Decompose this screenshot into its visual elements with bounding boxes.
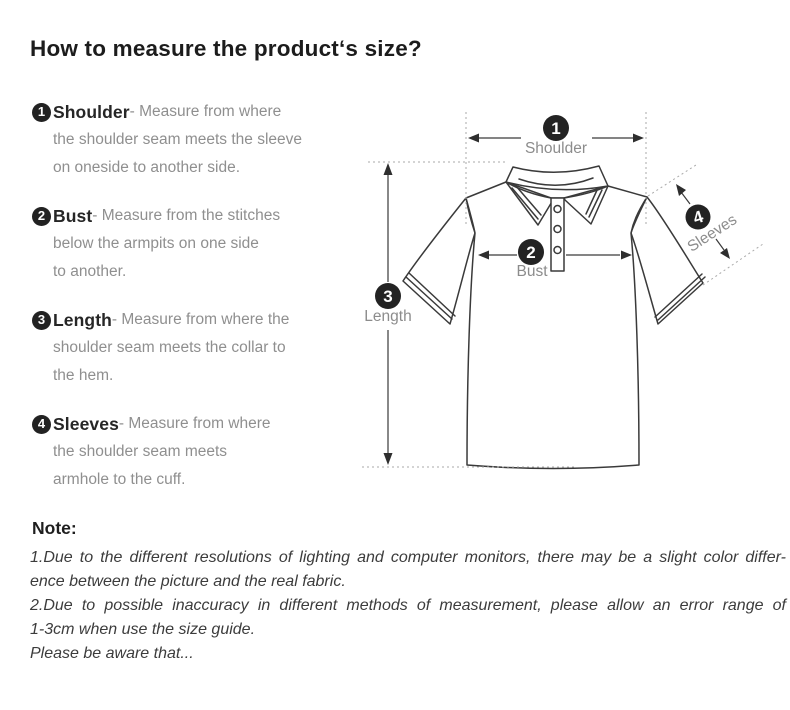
instruction-heading: 1 Shoulder - Measure from where (32, 98, 362, 126)
diagram-badge-3 (375, 283, 401, 309)
instruction-line: the shoulder seam meets (53, 443, 228, 460)
arrowheads (383, 133, 730, 465)
diagram-badge-2-num: 2 (526, 243, 535, 262)
step-1-badge: 1 (32, 102, 51, 122)
instruction-intro: - Measure from where (129, 103, 282, 120)
step-3-badge: 3 (32, 310, 51, 330)
instruction-heading: 4 Sleeves - Measure from where (32, 410, 362, 438)
collar-back-seam (518, 177, 594, 186)
bust-label: Bust (516, 263, 548, 280)
note-line-3: 2.Due to possible inaccuracy in differen… (30, 597, 786, 614)
instruction-line: below the armpits on one side (53, 235, 259, 252)
instruction-term: Sleeves (53, 414, 119, 434)
instruction-item-sleeves: 4 Sleeves - Measure from where the shoul… (32, 410, 362, 494)
measure-arrows (387, 137, 725, 453)
collar-right-trim (585, 187, 603, 218)
note-heading: Note: (32, 518, 77, 538)
instruction-item-length: 3 Length - Measure from where the should… (32, 306, 362, 390)
sleeve-arrowhead-down (720, 248, 730, 259)
shoulder-arrowhead-right (633, 133, 644, 143)
instruction-item-bust: 2 Bust - Measure from the stitches below… (32, 202, 362, 286)
right-cuff-trim (654, 273, 706, 321)
sleeve-bottom-guide (702, 243, 764, 286)
length-arrowhead-down (383, 453, 393, 465)
size-diagram: 1 Shoulder 2 Bust 3 Length 4 Sleeves (362, 112, 764, 470)
page-title: How to measure the product‘s size? (30, 36, 422, 61)
instruction-item-shoulder: 1 Shoulder - Measure from where the shou… (32, 98, 362, 182)
collar-right-leaf (563, 185, 609, 225)
length-arrowhead-up (383, 163, 393, 175)
step-2-badge: 2 (32, 206, 51, 226)
sleeve-top-guide (647, 164, 697, 197)
diagram-badge-2 (518, 239, 544, 265)
right-sleeve (630, 196, 704, 325)
length-label: Length (364, 308, 411, 325)
shoulder-arrowhead-left (468, 133, 479, 143)
button-placket (550, 197, 565, 272)
instruction-line: the shoulder seam meets the sleeve (53, 131, 302, 148)
instruction-line: the hem. (53, 367, 114, 384)
collar-stand (505, 165, 609, 191)
dashed-guides (362, 112, 764, 468)
left-cuff-trim (405, 272, 456, 320)
button (553, 204, 562, 214)
button (553, 224, 562, 234)
instruction-intro: - Measure from where the (111, 311, 290, 328)
instruction-term: Shoulder (53, 102, 130, 122)
instruction-heading: 3 Length - Measure from where the (32, 306, 362, 334)
instruction-term: Bust (53, 206, 93, 226)
shirt-body (465, 181, 648, 470)
diagram-badge-1 (543, 115, 569, 141)
note-line-5: Please be aware that... (30, 645, 194, 662)
sleeve-arrowhead-up (676, 184, 686, 196)
instruction-line: on oneside to another side. (53, 159, 240, 176)
instruction-heading: 2 Bust - Measure from the stitches (32, 202, 362, 230)
bust-arrowhead-left (478, 250, 489, 260)
instruction-intro: - Measure from where (118, 415, 271, 432)
note-line-4: 1-3cm when use the size guide. (30, 621, 256, 638)
instruction-intro: - Measure from the stitches (92, 207, 281, 224)
instruction-line: shoulder seam meets the collar to (53, 339, 286, 356)
note-line-2: ence between the picture and the real fa… (30, 573, 346, 590)
sleeve-arrow-line (680, 191, 725, 251)
step-4-badge: 4 (32, 414, 51, 434)
collar-left-trim (511, 185, 542, 220)
left-sleeve (402, 197, 476, 325)
instruction-line: armhole to the cuff. (53, 471, 186, 488)
note-line-1: 1.Due to the different resolutions of li… (30, 549, 786, 566)
diagram-badge-1-num: 1 (551, 119, 560, 138)
diagram-badge-4 (685, 204, 711, 230)
shoulder-label: Shoulder (525, 140, 587, 157)
bust-arrowhead-right (621, 250, 632, 260)
instruction-line: to another. (53, 263, 127, 280)
button (553, 245, 562, 255)
note-text: 1.Due to the different resolutions of li… (30, 546, 786, 666)
polo-shirt-illustration (402, 165, 706, 470)
instruction-term: Length (53, 310, 112, 330)
diagram-badge-3-num: 3 (383, 287, 392, 306)
